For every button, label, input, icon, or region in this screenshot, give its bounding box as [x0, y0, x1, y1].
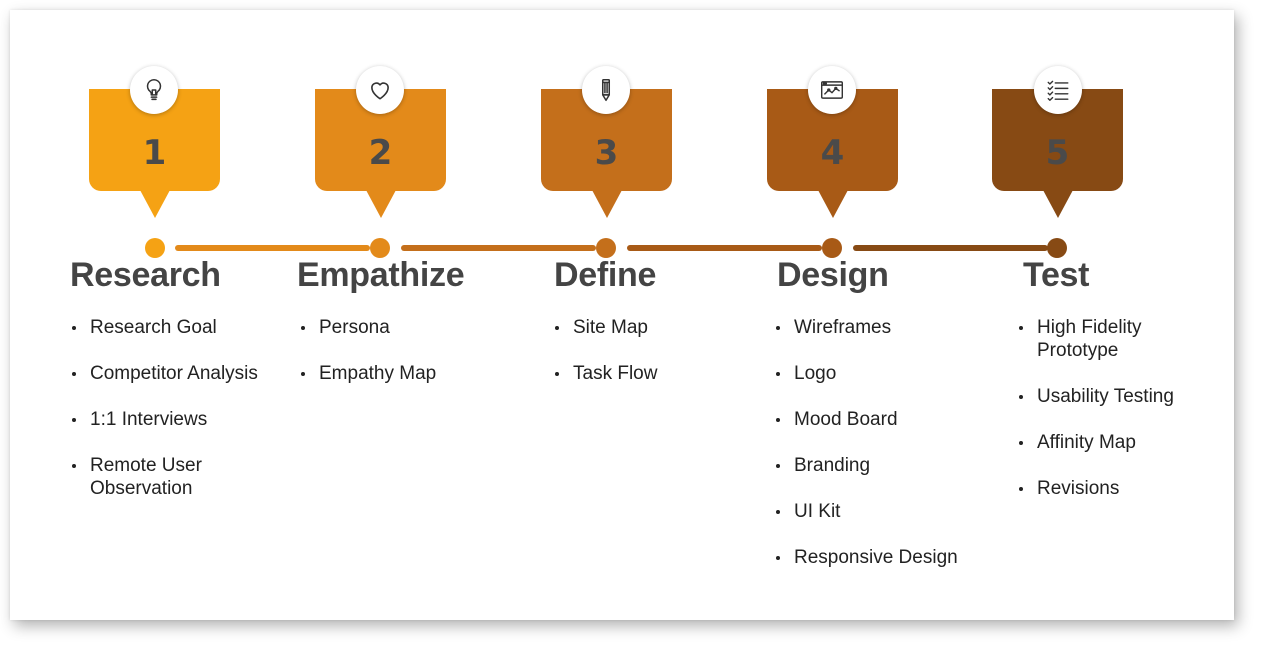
- stage-5-number: 5: [1045, 133, 1070, 173]
- list-item: Remote User Observation: [70, 454, 220, 500]
- pencil-icon: [601, 78, 611, 102]
- lightbulb-icon: [146, 78, 162, 101]
- list-item: High Fidelity Prototype: [1017, 316, 1157, 362]
- stage-1-number: 1: [142, 133, 167, 173]
- stage-3-number: 3: [594, 133, 619, 173]
- stage-1-dot: [145, 238, 165, 258]
- stage-5-list: High Fidelity Prototype Usability Testin…: [1017, 316, 1217, 523]
- connector-4-5: [853, 245, 1048, 251]
- stage-2-list: Persona Empathy Map: [299, 316, 499, 408]
- stage-4-dot: [822, 238, 842, 258]
- connector-2-3: [401, 245, 596, 251]
- list-item: Usability Testing: [1017, 385, 1217, 408]
- list-item: Competitor Analysis: [70, 362, 280, 385]
- stage-5-icon-circle: [1034, 66, 1082, 114]
- stage-5-dot: [1047, 238, 1067, 258]
- stage-3-title: Define: [554, 256, 657, 294]
- stage-2-title: Empathize: [297, 256, 465, 294]
- list-item: Persona: [299, 316, 499, 339]
- stage-5-title: Test: [1023, 256, 1090, 294]
- stage-4-list: Wireframes Logo Mood Board Branding UI K…: [774, 316, 984, 592]
- browser-chart-icon: [821, 81, 843, 99]
- list-item: Affinity Map: [1017, 431, 1217, 454]
- list-item: Revisions: [1017, 477, 1217, 500]
- stage-1-list: Research Goal Competitor Analysis 1:1 In…: [70, 316, 280, 523]
- list-item: Task Flow: [553, 362, 753, 385]
- list-item: Empathy Map: [299, 362, 499, 385]
- stage-2-icon-circle: [356, 66, 404, 114]
- stage-1-icon-circle: [130, 66, 178, 114]
- list-item: Responsive Design: [774, 546, 984, 569]
- stage-3-dot: [596, 238, 616, 258]
- stage-2-dot: [370, 238, 390, 258]
- stage-3-icon-circle: [582, 66, 630, 114]
- heart-icon: [371, 82, 389, 100]
- list-item: UI Kit: [774, 500, 984, 523]
- list-item: Research Goal: [70, 316, 280, 339]
- list-item: Logo: [774, 362, 984, 385]
- stage-1-title: Research: [70, 256, 221, 294]
- list-item: Branding: [774, 454, 984, 477]
- connector-1-2: [175, 245, 370, 251]
- checklist-icon: [1047, 80, 1069, 101]
- stage-4-title: Design: [777, 256, 889, 294]
- list-item: 1:1 Interviews: [70, 408, 280, 431]
- list-item: Mood Board: [774, 408, 984, 431]
- connector-3-4: [627, 245, 822, 251]
- list-item: Site Map: [553, 316, 753, 339]
- stage-4-icon-circle: [808, 66, 856, 114]
- stage-3-list: Site Map Task Flow: [553, 316, 753, 408]
- list-item: Wireframes: [774, 316, 984, 339]
- stage-4-number: 4: [820, 133, 845, 173]
- stage-2-number: 2: [368, 133, 393, 173]
